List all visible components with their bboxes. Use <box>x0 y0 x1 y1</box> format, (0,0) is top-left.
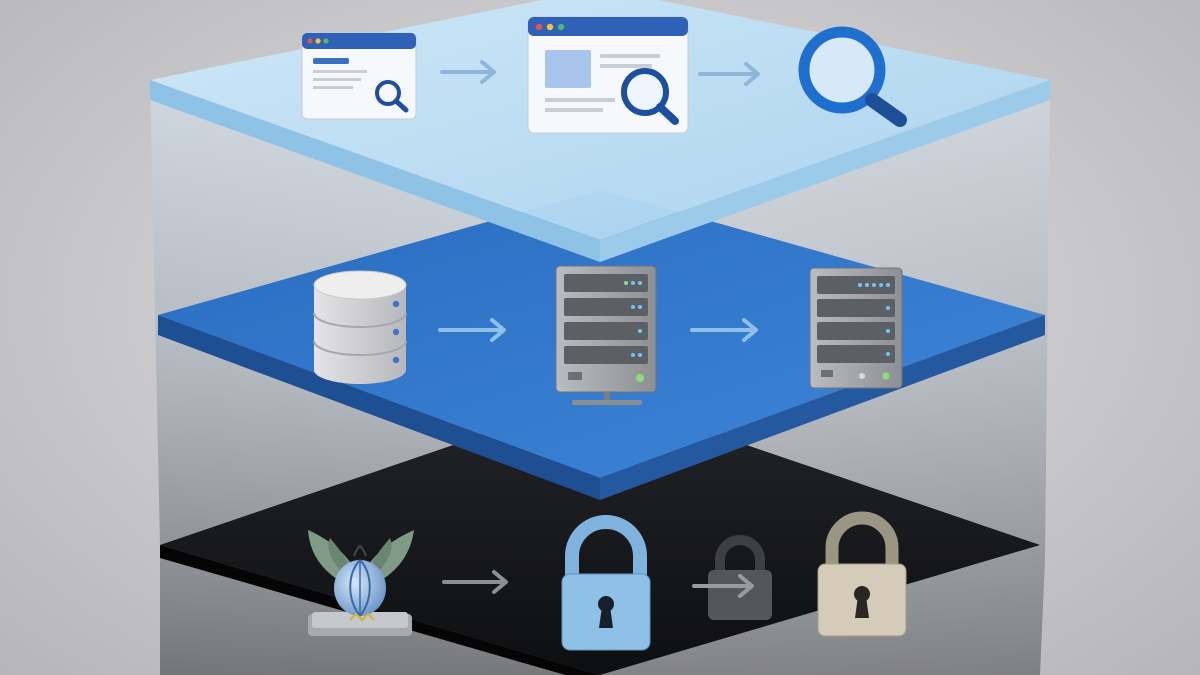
arrow-right-icon <box>440 60 496 84</box>
onion-icon <box>308 530 414 636</box>
padlock-beige-icon <box>817 511 907 637</box>
padlock-dark-arrow-icon <box>692 535 772 620</box>
server-icon <box>809 267 903 389</box>
magnifier-icon <box>798 26 907 127</box>
layer-surface-left-edge <box>150 80 600 262</box>
arrow-right-icon <box>690 318 758 342</box>
arrow-right-icon <box>698 62 760 86</box>
layer-surface-right-edge <box>600 80 1050 262</box>
layer-deep-right-edge <box>600 315 1045 500</box>
browser-search-icon <box>301 32 417 120</box>
server-icon <box>555 265 657 405</box>
padlock-blue-icon <box>561 515 651 651</box>
arrow-right-icon <box>442 570 508 594</box>
database-icon <box>313 270 407 384</box>
arrow-right-icon <box>438 318 506 342</box>
layer-dark-left-edge <box>160 545 600 675</box>
webpage-search-icon <box>527 16 689 134</box>
layer-deep-left-edge <box>158 315 600 500</box>
